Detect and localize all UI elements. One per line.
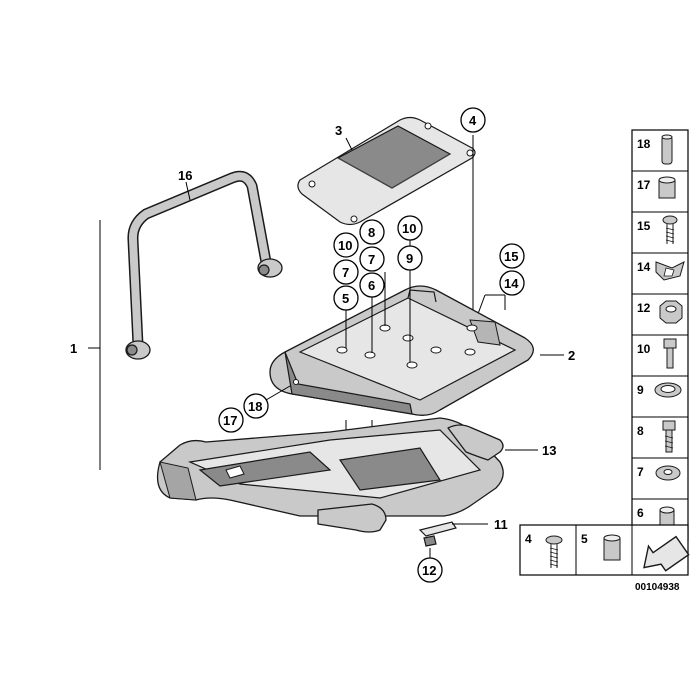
carrier-2: 2 [269,285,575,416]
legend-bottom-row: 4 5 [519,524,690,580]
legend-label-8: 8 [637,424,644,438]
hex-nut-icon [659,300,683,324]
washer-icon-9 [654,382,682,398]
callout-10a: 10 [338,238,352,253]
group-bracket-1: 1 [70,220,101,470]
base-frame-13: 13 [156,417,556,533]
callout-6: 6 [368,278,375,293]
callout-7b: 7 [368,252,375,267]
legend-label-10: 10 [637,342,651,356]
legend-label-6: 6 [637,506,644,520]
sleeve-icon-5 [603,534,621,561]
callout-16: 16 [178,168,192,183]
document-number: 00104938 [635,582,680,593]
callout-9: 9 [406,251,413,266]
callout-15: 15 [504,249,518,264]
callout-5: 5 [342,291,349,306]
callout-4: 4 [469,113,477,128]
leader-4 [471,135,506,331]
callout-11: 11 [494,517,508,532]
callout-18: 18 [248,399,262,414]
cap-screw-icon-10 [663,338,677,369]
legend-column: 18 17 15 14 12 10 9 [631,129,689,541]
callout-12: 12 [422,563,436,578]
callout-8: 8 [368,225,375,240]
washer-icon-7 [655,465,681,481]
callout-7a: 7 [342,265,349,280]
callout-1: 1 [70,341,77,356]
legend-label-12: 12 [637,301,651,315]
legend-label-18: 18 [637,137,651,151]
sleeve-icon-17 [658,176,676,199]
cover-plate-3: 3 [297,116,476,226]
screw-icon-15 [662,215,678,244]
legend-label-15: 15 [637,219,651,233]
arrow-icon[interactable] [635,530,690,580]
legend-label-14: 14 [637,260,651,274]
callout-13: 13 [542,443,556,458]
callout-3: 3 [335,123,342,138]
callout-17: 17 [223,413,237,428]
legend-label-9: 9 [637,383,644,397]
legend-label-5: 5 [581,532,588,546]
grab-handle-16: 16 [125,168,283,360]
legend-label-4: 4 [525,532,532,546]
cap-screw-icon-8 [662,420,676,453]
legend-label-17: 17 [637,178,651,192]
pin-icon [661,134,673,165]
callout-2: 2 [568,348,575,363]
circled-callouts: 4 8 10 10 7 9 7 6 5 15 14 18 17 12 [218,107,525,583]
callout-10b: 10 [402,221,416,236]
clip-nut-icon [655,261,685,281]
callout-14: 14 [504,276,519,291]
screw-icon-4 [545,535,563,568]
bracket-11: 11 [418,517,508,558]
legend-label-7: 7 [637,465,644,479]
